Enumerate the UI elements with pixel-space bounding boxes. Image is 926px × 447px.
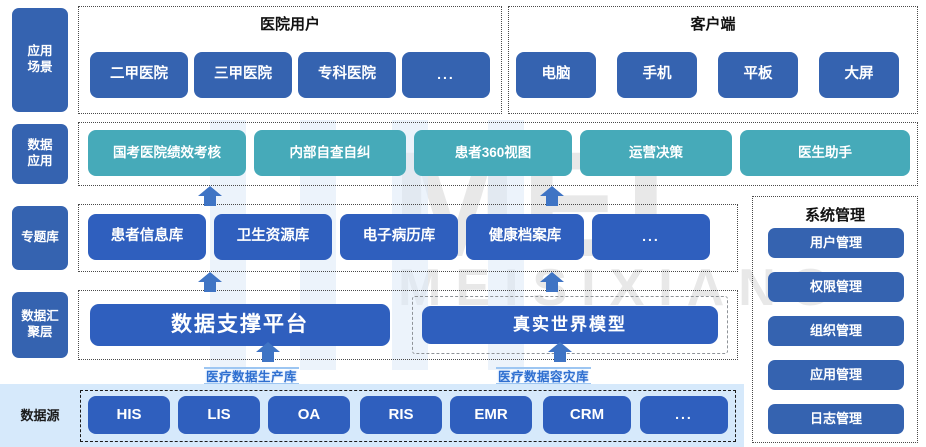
panel-system-management-title: 系统管理 (804, 207, 865, 224)
node-real-world-model[interactable]: 真实世界模型 (422, 306, 718, 344)
node-client-2[interactable]: 平板 (718, 52, 798, 98)
node-subject-0[interactable]: 患者信息库 (88, 214, 206, 260)
node-data-support-platform[interactable]: 数据支撑平台 (90, 304, 390, 346)
node-source-6[interactable]: ... (640, 396, 728, 434)
node-source-2[interactable]: OA (268, 396, 350, 434)
arrow-up-subject-to-app-left (198, 186, 222, 206)
arrow-up-source-to-aggregation-right (548, 342, 572, 362)
arrow-caption-left: 医疗数据生产库 (203, 366, 300, 385)
sys-item-permission-management[interactable]: 权限管理 (768, 272, 904, 302)
node-client-0[interactable]: 电脑 (516, 52, 596, 98)
node-source-5[interactable]: CRM (543, 396, 631, 434)
node-subject-2[interactable]: 电子病历库 (340, 214, 458, 260)
node-hospital-3[interactable]: ... (402, 52, 490, 98)
node-hospital-0[interactable]: 二甲医院 (90, 52, 188, 98)
node-data-app-2[interactable]: 患者360视图 (414, 130, 572, 176)
arrow-up-aggregation-to-subject-left (198, 272, 222, 292)
arrow-up-source-to-aggregation-left (256, 342, 280, 362)
sys-item-organization-management[interactable]: 组织管理 (768, 316, 904, 346)
sys-item-user-management[interactable]: 用户管理 (768, 228, 904, 258)
node-subject-4[interactable]: ... (592, 214, 710, 260)
group-clients-title: 客户端 (690, 16, 736, 33)
node-source-0[interactable]: HIS (88, 396, 170, 434)
panel-system-management (752, 196, 918, 443)
node-client-3[interactable]: 大屏 (819, 52, 899, 98)
node-hospital-2[interactable]: 专科医院 (298, 52, 396, 98)
node-data-app-1[interactable]: 内部自查自纠 (254, 130, 406, 176)
node-hospital-1[interactable]: 三甲医院 (194, 52, 292, 98)
group-data-source (80, 390, 736, 442)
arrow-up-aggregation-to-subject-right (540, 272, 564, 292)
group-hospital-users-title: 医院用户 (259, 16, 320, 33)
node-data-app-3[interactable]: 运营决策 (580, 130, 732, 176)
sys-item-application-management[interactable]: 应用管理 (768, 360, 904, 390)
rail-application-scenario: 应用 场景 (12, 8, 68, 112)
sys-item-log-management[interactable]: 日志管理 (768, 404, 904, 434)
arrow-caption-right: 医疗数据容灾库 (495, 366, 592, 385)
group-hospital-users: 医院用户 (78, 6, 502, 114)
node-source-3[interactable]: RIS (360, 396, 442, 434)
rail-subject-library: 专题库 (12, 206, 68, 270)
rail-data-aggregation: 数据汇 聚层 (12, 292, 68, 358)
arrow-up-subject-to-app-right (540, 186, 564, 206)
node-client-1[interactable]: 手机 (617, 52, 697, 98)
node-data-app-0[interactable]: 国考医院绩效考核 (88, 130, 246, 176)
node-data-app-4[interactable]: 医生助手 (740, 130, 910, 176)
group-clients: 客户端 (508, 6, 918, 114)
rail-data-application: 数据 应用 (12, 124, 68, 184)
node-source-4[interactable]: EMR (450, 396, 532, 434)
node-source-1[interactable]: LIS (178, 396, 260, 434)
rail-data-source: 数据源 (20, 407, 60, 423)
node-subject-1[interactable]: 卫生资源库 (214, 214, 332, 260)
node-subject-3[interactable]: 健康档案库 (466, 214, 584, 260)
